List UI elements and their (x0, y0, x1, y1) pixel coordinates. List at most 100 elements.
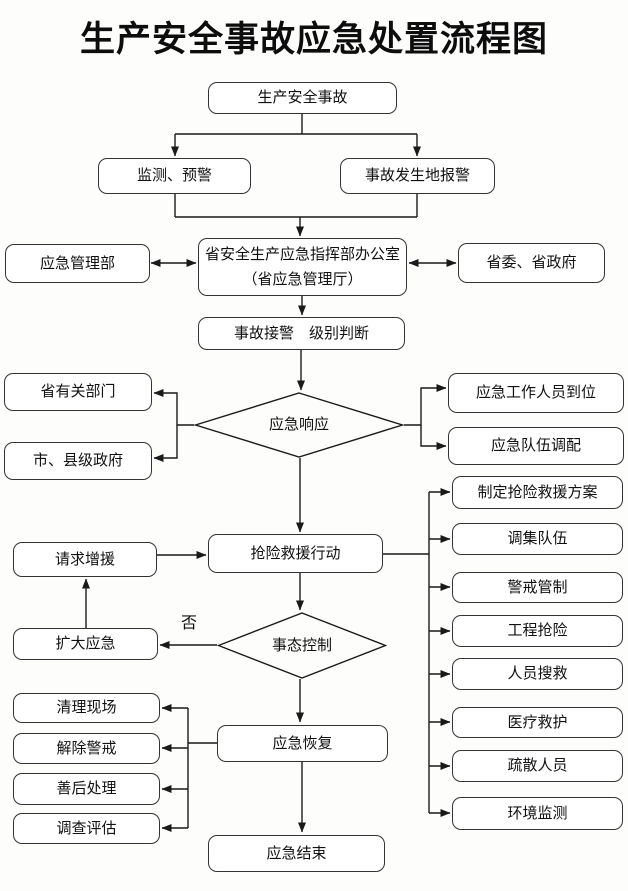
node-label: 制定抢险救援方案 (453, 477, 622, 508)
node-label-line: 请求增援 (54, 550, 115, 568)
node-provincial-departments: 省有关部门 (4, 373, 152, 411)
node-rescue-action: 抢险救援行动 (208, 534, 383, 573)
node-team-deployment: 应急队伍调配 (448, 427, 624, 465)
node-evacuate-people: 疏散人员 (452, 750, 623, 782)
node-label-line: 监测、预警 (136, 167, 212, 185)
node-situation-control-decision: 事态控制 (217, 612, 387, 679)
node-accident-site-alarm: 事故发生地报警 (340, 158, 495, 194)
node-label: 解除警戒 (14, 734, 159, 763)
node-label-line: 应急工作人员到位 (475, 384, 596, 402)
node-label: 扩大应急 (14, 629, 157, 659)
node-label-line: 省安全生产应急指挥部办公室 (204, 245, 400, 263)
node-label-line: 生产安全事故 (257, 89, 348, 107)
node-aftermath-handling: 善后处理 (13, 773, 160, 805)
node-label: 省安全生产应急指挥部办公室 （省应急管理厅） (199, 239, 406, 295)
node-emergency-ministry: 应急管理部 (5, 244, 150, 283)
node-emergency-end: 应急结束 (208, 835, 385, 872)
node-label: 清理现场 (14, 694, 159, 722)
node-label: 应急响应 (194, 392, 404, 458)
node-label: 人员搜救 (453, 659, 622, 689)
node-staff-in-place: 应急工作人员到位 (448, 373, 624, 413)
node-label: 生产安全事故 (209, 83, 396, 113)
node-engineering-rescue: 工程抢险 (452, 615, 623, 647)
page-title: 生产安全事故应急处置流程图 (79, 19, 548, 60)
node-label: 市、县级政府 (5, 443, 151, 479)
node-provincial-party-government: 省委、省政府 (458, 243, 605, 283)
node-label: 事态控制 (217, 612, 387, 679)
node-label-line: 事故接警 级别判断 (233, 324, 369, 342)
node-label: 应急结束 (209, 836, 384, 871)
diamond-shape (217, 612, 387, 679)
node-label: 监测、预警 (99, 159, 250, 193)
node-label-line: 环境监测 (507, 804, 568, 822)
branch-no-label: 否 (181, 615, 198, 632)
node-environment-monitoring: 环境监测 (452, 797, 623, 830)
node-lift-cordon: 解除警戒 (13, 733, 160, 764)
node-label-line: 应急管理部 (39, 254, 115, 272)
node-medical-aid: 医疗救护 (452, 707, 623, 738)
connector-line (420, 425, 447, 450)
node-label-line: 应急恢复 (272, 734, 333, 752)
node-label: 工程抢险 (453, 616, 622, 646)
node-make-rescue-plan: 制定抢险救援方案 (452, 476, 623, 509)
node-label: 环境监测 (453, 798, 622, 829)
node-label-line: 省有关部门 (40, 383, 116, 401)
node-label: 省有关部门 (5, 374, 151, 410)
node-cordon-control: 警戒管制 (452, 572, 623, 603)
node-request-reinforcement: 请求增援 (13, 542, 157, 577)
node-label-line: 调集队伍 (507, 530, 568, 548)
node-city-county-government: 市、县级政府 (4, 442, 152, 480)
node-label-line: 抢险救援行动 (250, 544, 341, 562)
node-label: 抢险救援行动 (209, 535, 382, 572)
node-label: 警戒管制 (453, 573, 622, 602)
diamond-shape (194, 392, 404, 458)
node-label: 善后处理 (14, 774, 159, 804)
node-label-line: 事故发生地报警 (364, 167, 470, 185)
node-label-line: 应急结束 (266, 844, 327, 862)
node-alarm-level-judgement: 事故接警 级别判断 (198, 317, 405, 350)
node-emergency-recovery: 应急恢复 (217, 725, 388, 762)
node-label-line: 应急响应 (268, 416, 329, 434)
node-label-line: （省应急管理厅） (242, 271, 363, 288)
node-label-line: 扩大应急 (55, 635, 116, 653)
node-label-line: 工程抢险 (507, 622, 568, 640)
node-label-line: 事态控制 (271, 636, 332, 654)
node-label: 请求增援 (14, 543, 156, 576)
node-label-line: 市、县级政府 (32, 452, 123, 470)
node-label-line: 医疗救护 (507, 713, 568, 731)
node-site-cleanup: 清理现场 (13, 693, 160, 723)
connector-line (153, 425, 178, 462)
node-label-line: 应急队伍调配 (490, 437, 581, 455)
node-label: 事故发生地报警 (341, 159, 494, 193)
node-label: 应急管理部 (6, 245, 149, 282)
node-label: 省委、省政府 (459, 244, 604, 282)
node-label: 调查评估 (14, 814, 159, 843)
node-emergency-response-decision: 应急响应 (194, 392, 404, 458)
node-label-line: 调查评估 (56, 819, 117, 837)
node-command-office: 省安全生产应急指挥部办公室 （省应急管理厅） (198, 238, 407, 296)
node-investigation-evaluation: 调查评估 (13, 813, 160, 844)
node-expand-emergency: 扩大应急 (13, 628, 158, 660)
node-label: 事故接警 级别判断 (199, 318, 404, 349)
node-label-line: 清理现场 (56, 699, 117, 717)
node-production-accident: 生产安全事故 (208, 82, 397, 114)
node-label: 应急队伍调配 (449, 428, 623, 464)
node-assemble-teams: 调集队伍 (452, 523, 623, 555)
node-label: 医疗救护 (453, 708, 622, 737)
node-label-line: 解除警戒 (56, 739, 117, 757)
node-label-line: 省委、省政府 (486, 254, 577, 272)
node-monitoring-warning: 监测、预警 (98, 158, 251, 194)
node-label-line: 人员搜救 (507, 665, 568, 683)
node-label: 调集队伍 (453, 524, 622, 554)
node-label-line: 制定抢险救援方案 (477, 483, 598, 501)
node-label-line: 警戒管制 (507, 578, 568, 596)
node-label-line: 疏散人员 (507, 757, 568, 775)
node-label: 疏散人员 (453, 751, 622, 781)
node-label: 应急工作人员到位 (449, 374, 623, 412)
node-personnel-search: 人员搜救 (452, 658, 623, 690)
node-label-line: 善后处理 (56, 780, 117, 798)
connector-line (153, 389, 194, 426)
connector-line (404, 384, 447, 426)
